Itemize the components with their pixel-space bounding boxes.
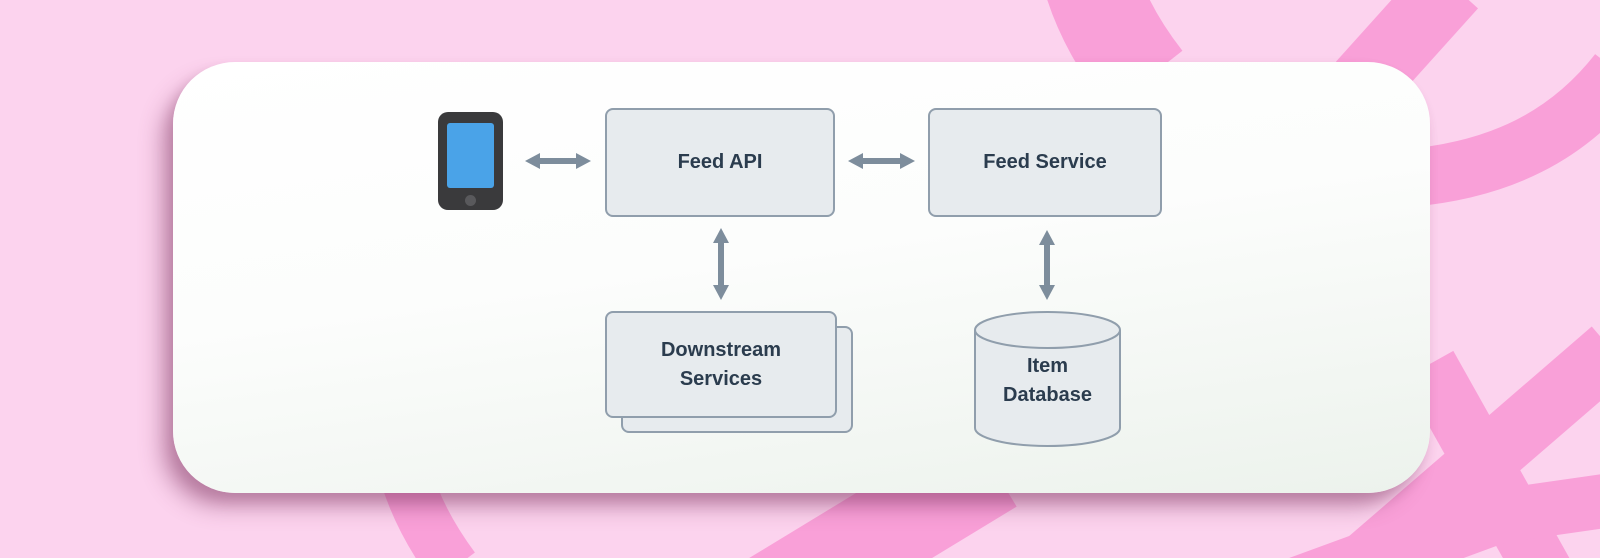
arrow-feedapi-downstream [713, 228, 729, 300]
smartphone-icon [438, 112, 503, 210]
smartphone-screen [447, 123, 494, 188]
node-item-database-label: Item Database [975, 352, 1120, 410]
node-feed-api: Feed API [605, 108, 835, 217]
arrow-feedservice-itemdb [1039, 230, 1055, 300]
node-feed-service: Feed Service [928, 108, 1162, 217]
node-downstream-services-label: Downstream Services [661, 336, 781, 394]
downstream-label-line2: Services [679, 367, 763, 390]
downstream-label-line1: Downstream [660, 338, 782, 361]
node-feed-api-label: Feed API [677, 151, 763, 173]
arrow-client-feedapi [525, 153, 591, 169]
database-cylinder-icon [974, 311, 1121, 447]
itemdb-label-line1: Item [1026, 355, 1069, 377]
node-downstream-services: Downstream Services [605, 311, 837, 418]
itemdb-label-line2: Database [1003, 384, 1092, 406]
arrow-feedapi-feedservice [848, 153, 915, 169]
node-feed-service-label: Feed Service [983, 151, 1107, 173]
smartphone-home-button [465, 195, 476, 206]
